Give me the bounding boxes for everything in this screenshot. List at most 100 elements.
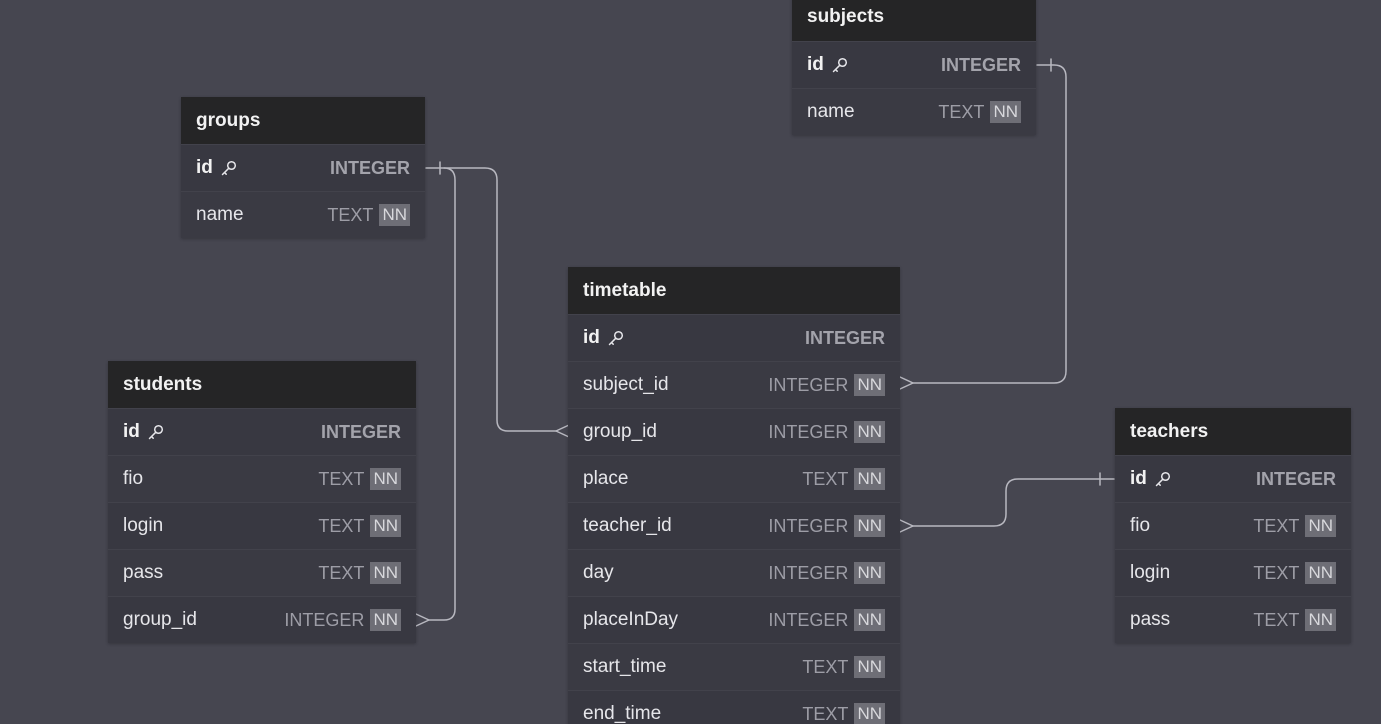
column-type-text: INTEGER (768, 562, 849, 583)
column-name-text: group_id (583, 421, 657, 442)
column-name: id (1130, 468, 1172, 490)
column-name-text: id (807, 54, 824, 75)
column-name-text: teacher_id (583, 515, 672, 536)
relationship-group-students-many-marker (415, 613, 430, 627)
column-type-text: TEXT (318, 562, 365, 583)
column-name-text: subject_id (583, 374, 669, 395)
not-null-badge: NN (370, 609, 401, 631)
not-null-badge: NN (854, 562, 885, 584)
column-row-timetable-id[interactable]: id INTEGER (568, 314, 900, 361)
column-name-text: day (583, 562, 614, 583)
relationship-teacher-many-marker (899, 519, 914, 533)
table-teachers-title: teachers (1115, 408, 1351, 455)
column-name-text: login (1130, 562, 1171, 583)
column-name-text: id (583, 327, 600, 348)
column-type-text: INTEGER (320, 421, 401, 442)
column-name: placeInDay (583, 609, 678, 631)
column-name: id (583, 327, 625, 349)
column-name-text: name (807, 101, 855, 122)
column-name: end_time (583, 703, 661, 724)
column-name: group_id (123, 609, 197, 631)
column-name-text: fio (1130, 515, 1151, 536)
not-null-badge: NN (990, 101, 1021, 123)
column-name: fio (1130, 515, 1150, 537)
column-name: id (196, 157, 238, 179)
column-type-text: INTEGER (1255, 468, 1336, 489)
not-null-badge: NN (1305, 515, 1336, 537)
column-name-text: placeInDay (583, 609, 679, 630)
column-name-text: place (583, 468, 629, 489)
column-row-teachers-id[interactable]: id INTEGER (1115, 455, 1351, 502)
column-name-text: group_id (123, 609, 197, 630)
not-null-badge: NN (1305, 562, 1336, 584)
column-name: pass (1130, 609, 1170, 631)
column-name-text: pass (123, 562, 164, 583)
column-type: INTEGER (805, 328, 885, 349)
column-type-text: INTEGER (768, 421, 849, 442)
column-name: start_time (583, 656, 666, 678)
table-groups-title: groups (181, 97, 425, 144)
column-name: fio (123, 468, 143, 490)
column-type: INTEGER (321, 422, 401, 443)
column-type-text: INTEGER (768, 374, 849, 395)
column-type-text: INTEGER (768, 515, 849, 536)
column-type-text: INTEGER (284, 609, 365, 630)
not-null-badge: NN (370, 515, 401, 537)
column-type-text: TEXT (802, 703, 849, 724)
column-name-text: end_time (583, 703, 662, 724)
key-icon (600, 329, 625, 347)
column-name-text: id (196, 157, 213, 178)
not-null-badge: NN (854, 656, 885, 678)
column-type-text: TEXT (318, 515, 365, 536)
column-name: login (1130, 562, 1170, 584)
column-name: group_id (583, 421, 657, 443)
column-name: pass (123, 562, 163, 584)
column-type: INTEGER (941, 55, 1021, 76)
column-name: subject_id (583, 374, 669, 396)
column-type-text: TEXT (327, 204, 374, 225)
relationship-subject-many-marker (899, 376, 914, 390)
column-type-text: INTEGER (768, 609, 849, 630)
column-row-subjects-id[interactable]: id INTEGER (792, 41, 1036, 88)
column-type-text: TEXT (1253, 609, 1300, 630)
